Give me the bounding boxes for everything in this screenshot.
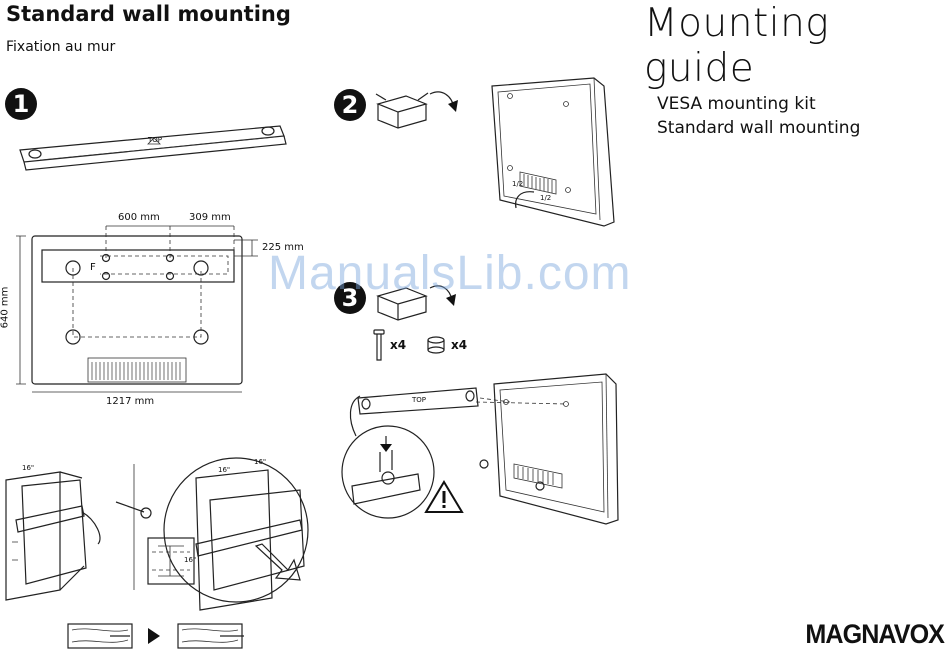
wood-screw-sequence [68,624,244,648]
half-label-b: 1/2 [540,194,551,202]
dim-1217mm: 1217 mm [106,396,154,407]
bracket-top-tag: TOP [148,136,162,144]
wall-stud-screw [116,464,151,590]
screw-part [374,330,384,360]
detail-zoom-circle [342,426,434,518]
hole-label-f: F [90,262,96,273]
stud-label-mid: 16" [218,466,230,474]
wall-install-drawing-left [6,472,100,600]
spacer-quantity: x4 [451,338,467,352]
watermark: ManualsLib.com [268,246,632,301]
step-3-bracket-drawing [350,388,566,436]
tv-dimension-diagram [16,226,258,392]
step-2-tv-drawing [492,78,614,226]
dim-640mm: 640 mm [0,287,10,329]
stud-spacing-label: 16" [184,556,196,564]
stud-label-left: 16" [22,464,34,472]
wall-install-zoom [164,458,308,610]
dim-309mm: 309 mm [189,212,231,223]
step-2-box-drawing [376,92,458,128]
spacer-part [428,337,444,353]
screw-quantity: x4 [390,338,406,352]
wall-bracket-drawing [20,126,286,170]
step3-bracket-top-tag: TOP [412,396,426,404]
stud-label-right: 16" [254,458,266,466]
half-label-a: 1/2 [512,180,523,188]
dim-600mm: 600 mm [118,212,160,223]
magnavox-logo: MAGNAVOX [805,619,944,650]
step-3-tv-drawing [480,374,618,524]
